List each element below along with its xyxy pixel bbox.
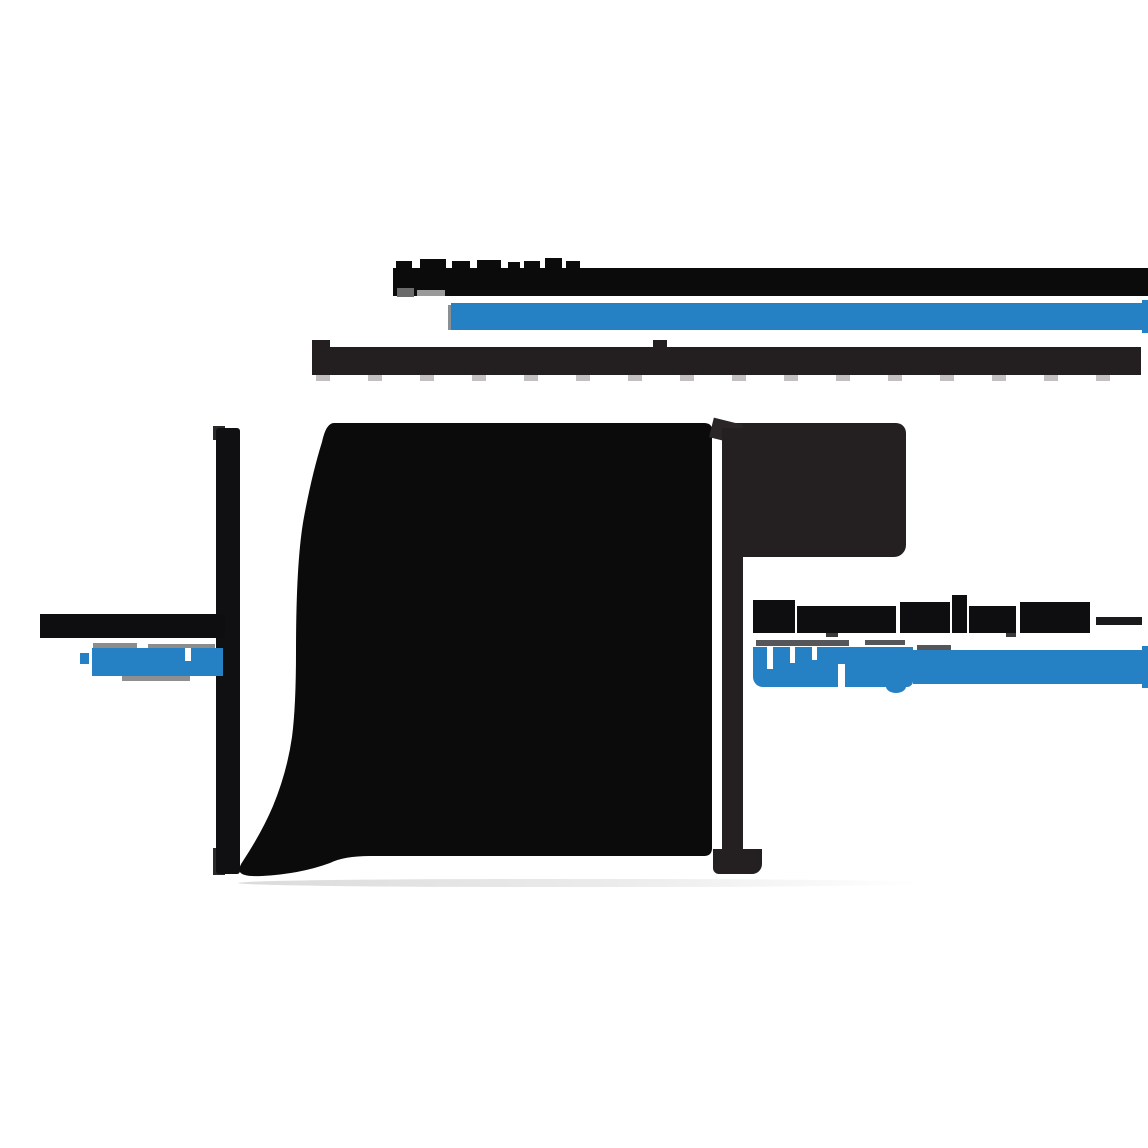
left-caption-fringe [93,643,137,649]
right-caption-text-descender [826,633,838,637]
body-line-ascender [653,340,667,350]
right-caption-blue-lip [1142,646,1148,688]
heading-glyph-bump [452,261,470,271]
tyre-body [239,423,712,877]
body-line-ascender [312,340,330,350]
heading-glyph-bump [477,260,501,271]
left-caption-text [40,614,225,638]
right-caption-text-seg [797,606,896,633]
heading-glyph-bump [524,261,540,271]
right-caption-blue-notch [812,647,817,660]
accent-bar-edge [448,305,451,330]
right-caption-blue-fringe [865,640,905,645]
right-caption-text-seg [969,606,1016,633]
heading-glyph-bump [508,262,520,271]
right-caption-dash [1096,617,1142,625]
right-caption-text-ascender [952,595,967,633]
accent-bar-lip [1142,300,1148,333]
heading-descender [397,288,414,297]
accent-bar [451,303,1148,330]
left-caption-underline [122,676,190,681]
tyre-right-rim [722,428,743,873]
left-caption-blue [92,648,223,676]
right-caption-text-descender [1006,633,1016,637]
right-caption-text-seg [1020,602,1090,633]
left-caption-blue-bit [80,653,89,664]
heading-glyph-bump [396,261,412,271]
heading-base [393,268,1148,296]
right-caption-blue-notch [790,647,795,663]
right-caption-blue-notch [767,647,773,669]
left-caption-fringe [148,644,215,649]
tyre-top-band [722,423,906,557]
tyre-right-rim-foot [713,849,762,874]
right-caption-text-seg [753,600,795,633]
heading-glyph-bump [566,261,580,271]
body-line-base [312,347,1141,375]
right-caption-blue-tail [886,680,906,693]
right-caption-blue-notch [838,664,845,687]
heading-descender [417,290,445,296]
right-caption-text-seg [900,602,950,633]
body-line-descenders [316,375,1140,381]
right-caption-blue-fringe [917,645,951,650]
right-caption-blue-fringe [756,640,849,646]
left-caption-blue-notch [185,648,191,661]
right-caption-blue-bar [913,650,1148,684]
heading-glyph-bump [545,258,562,271]
ground-shadow [238,879,922,887]
